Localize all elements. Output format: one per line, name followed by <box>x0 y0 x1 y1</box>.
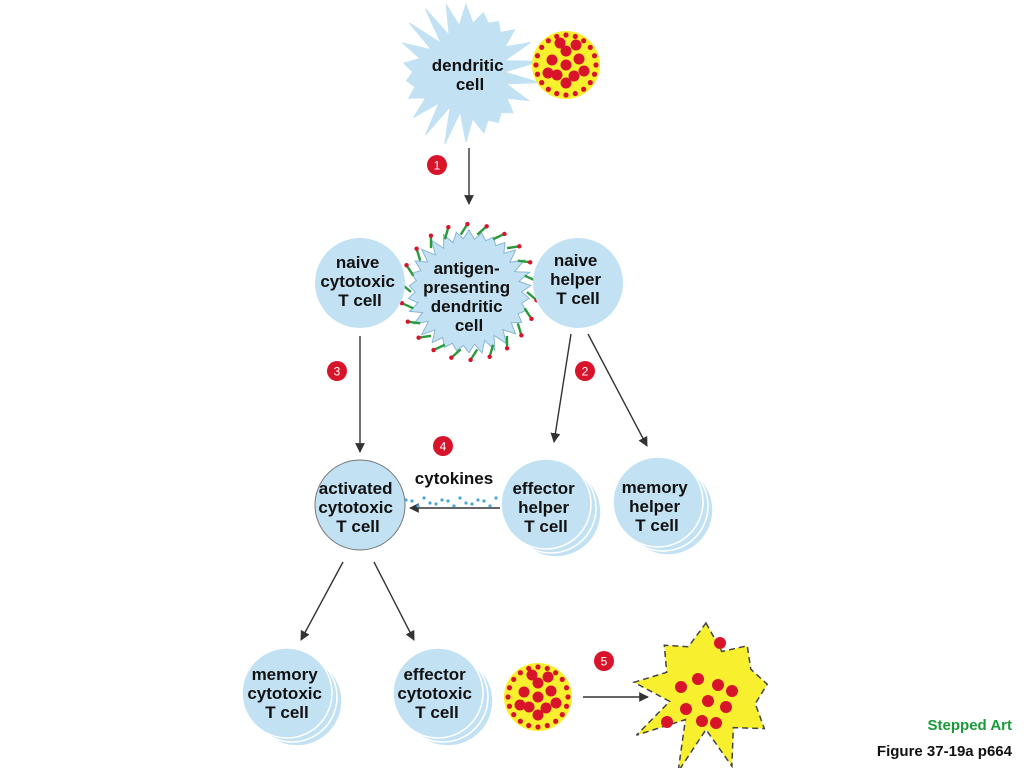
arrow-to-effector-cytotoxic <box>373 561 415 641</box>
dendritic-cell-shape <box>401 2 542 145</box>
dendritic-cell-label: dendritic cell <box>432 56 509 94</box>
memory-cytotoxic-t-cell: memory cytotoxic T cell <box>241 647 343 747</box>
arrow-step-2-effector <box>550 333 572 443</box>
arrow-to-memory-cytotoxic <box>300 561 344 641</box>
step-5-badge: 5 <box>594 651 614 671</box>
apc-shape <box>407 229 532 355</box>
svg-text:activated cytotoxic: activated cytotoxic T cell <box>318 479 397 536</box>
svg-text:3: 3 <box>334 365 341 379</box>
svg-text:2: 2 <box>582 365 589 379</box>
antigen-bottom <box>504 663 572 731</box>
step-2-badge: 2 <box>575 361 595 381</box>
cytokine-dots <box>404 496 498 508</box>
apc-label: antigen- presenting dendritic cell <box>423 259 515 335</box>
memory-helper-t-cell: memory helper T cell <box>612 456 714 556</box>
antigen-top <box>532 31 600 99</box>
step-3-badge: 3 <box>327 361 347 381</box>
svg-text:naive helper T cel: naive helper T cell <box>550 251 606 308</box>
cytokines-label: cytokines <box>415 469 493 488</box>
step-4-badge: 4 <box>433 436 453 456</box>
naive-helper-t-cell: naive helper T cell <box>533 238 623 328</box>
effector-cytotoxic-t-cell: effector cytotoxic T cell <box>392 647 494 747</box>
svg-text:memory helper T ce: memory helper T cell <box>622 478 693 535</box>
svg-text:5: 5 <box>601 655 608 669</box>
activated-cytotoxic-t-cell: activated cytotoxic T cell <box>314 459 406 551</box>
svg-text:4: 4 <box>440 440 447 454</box>
figure-caption: Figure 37-19a p664 <box>876 743 1012 760</box>
svg-text:1: 1 <box>434 159 441 173</box>
destroyed-infected-cell <box>632 621 769 768</box>
stepped-art-caption: Stepped Art <box>927 717 1012 734</box>
svg-text:memory cytotoxic T: memory cytotoxic T cell <box>247 665 326 722</box>
svg-text:effector helper T: effector helper T cell <box>512 479 579 536</box>
antigen-presenting-dendritic-cell: antigen- presenting dendritic cell <box>399 221 539 363</box>
svg-text:effector cytotoxic: effector cytotoxic T cell <box>397 665 476 722</box>
naive-cytotoxic-t-cell: naive cytotoxic T cell <box>315 238 405 328</box>
arrow-step-2-memory <box>587 333 648 447</box>
effector-helper-t-cell: effector helper T cell <box>500 458 602 558</box>
step-1-badge: 1 <box>427 155 447 175</box>
svg-text:naive cytotoxic T: naive cytotoxic T cell <box>320 253 399 310</box>
